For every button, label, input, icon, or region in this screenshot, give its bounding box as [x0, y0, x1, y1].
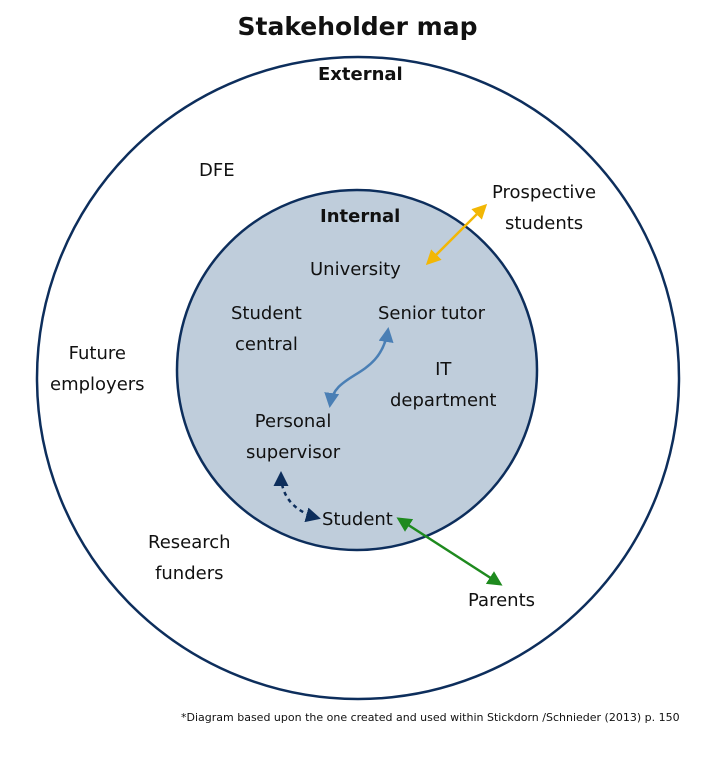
stakeholder-student: Student: [322, 509, 393, 530]
stakeholder-prospective-students: Prospective students: [492, 182, 597, 234]
stakeholder-dfe-label: DFE: [199, 160, 235, 181]
stakeholder-dfe: DFE: [199, 155, 235, 186]
stakeholder-personal-supervisor: Personal supervisor: [246, 411, 341, 463]
stakeholder-university: University: [310, 259, 401, 280]
arrow-student-parents: [396, 517, 503, 586]
arrow-personal-supervisor-senior-tutor: [324, 327, 394, 408]
stakeholder-it-department: IT department: [390, 359, 497, 411]
external-ring-title: External: [318, 64, 403, 85]
internal-ring-title: Internal: [320, 206, 401, 227]
arrow-university-prospective-students: [425, 203, 488, 266]
source-footnote: *Diagram based upon the one created and …: [181, 711, 680, 724]
stakeholder-future-employers: Future employers: [50, 343, 145, 395]
stakeholder-student-central: Student central: [231, 303, 302, 355]
arrow-student-personal-supervisor: [273, 471, 321, 523]
stakeholder-senior-tutor: Senior tutor: [378, 303, 485, 324]
stakeholder-parents: Parents: [468, 590, 535, 611]
diagram-title: Stakeholder map: [237, 12, 478, 41]
stakeholder-research-funders: Research funders: [148, 532, 231, 584]
